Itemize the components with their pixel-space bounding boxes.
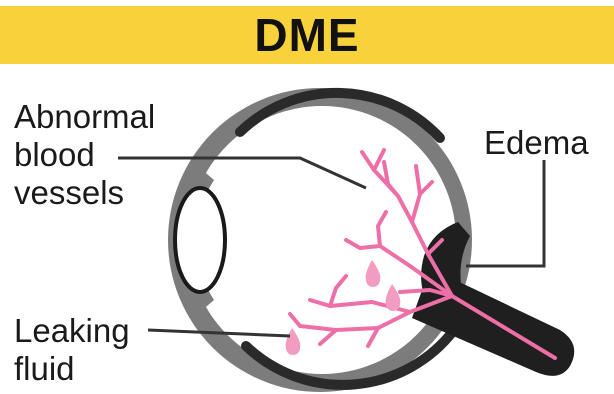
leader-edema [466, 160, 544, 266]
page-title: DME [254, 8, 359, 62]
label-line: Abnormal [14, 98, 155, 136]
lens [175, 188, 225, 292]
label-edema: Edema [484, 124, 589, 162]
label-abnormal-blood-vessels: Abnormal blood vessels [14, 98, 155, 212]
label-leaking-fluid: Leaking fluid [14, 312, 130, 388]
label-line: Leaking [14, 312, 130, 350]
label-line: fluid [14, 350, 130, 388]
label-line: blood [14, 136, 155, 174]
label-line: vessels [14, 174, 155, 212]
title-banner-text-box: DME [0, 6, 614, 64]
